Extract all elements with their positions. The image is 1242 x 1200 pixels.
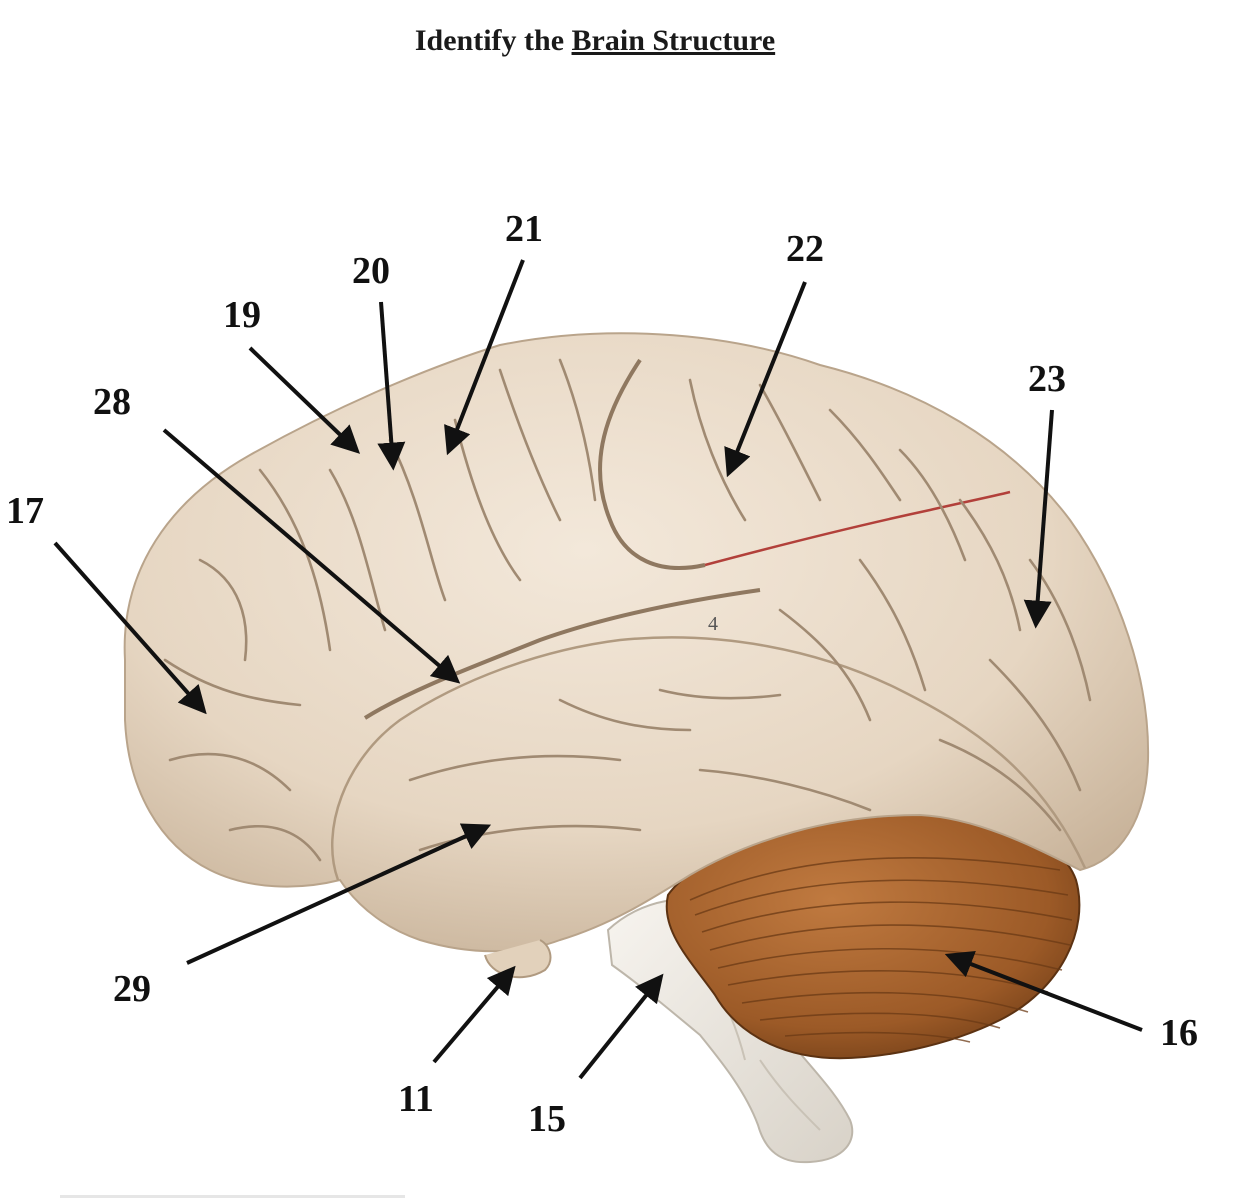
lateral-sulcus	[363, 588, 761, 720]
arrow-28	[162, 428, 461, 684]
model-mark: 4	[708, 613, 718, 635]
arrow-20	[377, 301, 406, 471]
cerebellum-folia	[689, 857, 1073, 1043]
label-17: 17	[6, 490, 44, 532]
label-arrows	[53, 259, 1143, 1080]
temporal-lobe-outline	[330, 636, 1087, 881]
bottom-divider	[60, 1195, 405, 1198]
title-emphasis: Brain Structure	[571, 24, 776, 57]
arrow-21	[444, 259, 525, 456]
page-title: Identify the Brain Structure	[0, 24, 1190, 58]
label-11: 11	[398, 1078, 434, 1120]
label-16: 16	[1160, 1012, 1198, 1054]
arrow-15	[578, 973, 664, 1080]
label-29: 29	[113, 968, 151, 1010]
arrow-16	[944, 950, 1143, 1032]
label-15: 15	[528, 1098, 566, 1140]
central-sulcus	[598, 358, 706, 570]
label-21: 21	[505, 208, 543, 250]
label-19: 19	[223, 294, 261, 336]
label-20: 20	[352, 250, 390, 292]
title-prefix: Identify the	[414, 24, 572, 57]
label-23: 23	[1028, 358, 1066, 400]
label-28: 28	[93, 381, 131, 423]
arrow-17	[53, 541, 207, 715]
arrow-11	[432, 965, 516, 1064]
label-22: 22	[786, 228, 824, 270]
arrow-19	[248, 346, 361, 454]
arrow-29	[186, 823, 492, 965]
arrow-23	[1023, 409, 1054, 629]
artery-line	[704, 490, 1011, 567]
arrow-22	[724, 281, 807, 478]
